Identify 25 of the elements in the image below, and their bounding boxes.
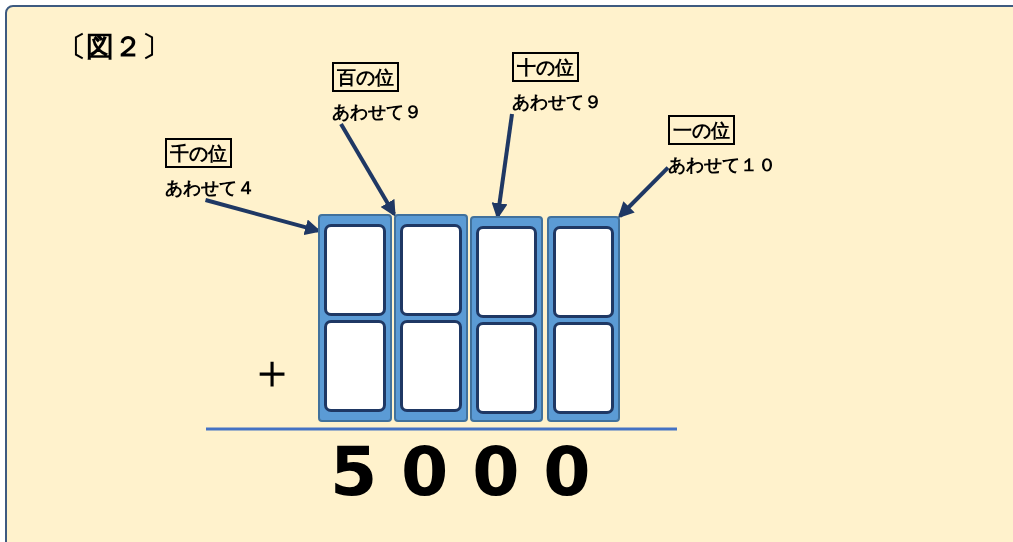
digit-card: [400, 320, 462, 412]
place-label: 百の位: [332, 62, 399, 92]
digit-card: [400, 224, 462, 316]
annotation-text: あわせて９: [512, 90, 602, 114]
place-column: [547, 216, 620, 422]
digit-card: [324, 224, 386, 316]
annotation-text: あわせて４: [165, 176, 255, 200]
arrow: [339, 123, 396, 217]
plus-sign: ＋: [248, 342, 296, 401]
place-label: 一の位: [668, 115, 735, 145]
digit-card: [324, 320, 386, 412]
place-column: [470, 216, 543, 422]
place-column: [318, 214, 392, 422]
digit-card: [553, 322, 614, 414]
figure-title: 〔図２〕: [58, 29, 170, 65]
annotation-text: あわせて１０: [668, 153, 776, 177]
digit-card: [553, 226, 614, 318]
place-label: 千の位: [165, 138, 232, 168]
digit-card: [476, 226, 537, 318]
arrow: [617, 166, 670, 219]
annotation-text: あわせて９: [332, 100, 422, 124]
sum-result: 5000: [330, 432, 615, 511]
place-label: 十の位: [512, 52, 579, 82]
place-column: [394, 214, 468, 422]
digit-card: [476, 322, 537, 414]
